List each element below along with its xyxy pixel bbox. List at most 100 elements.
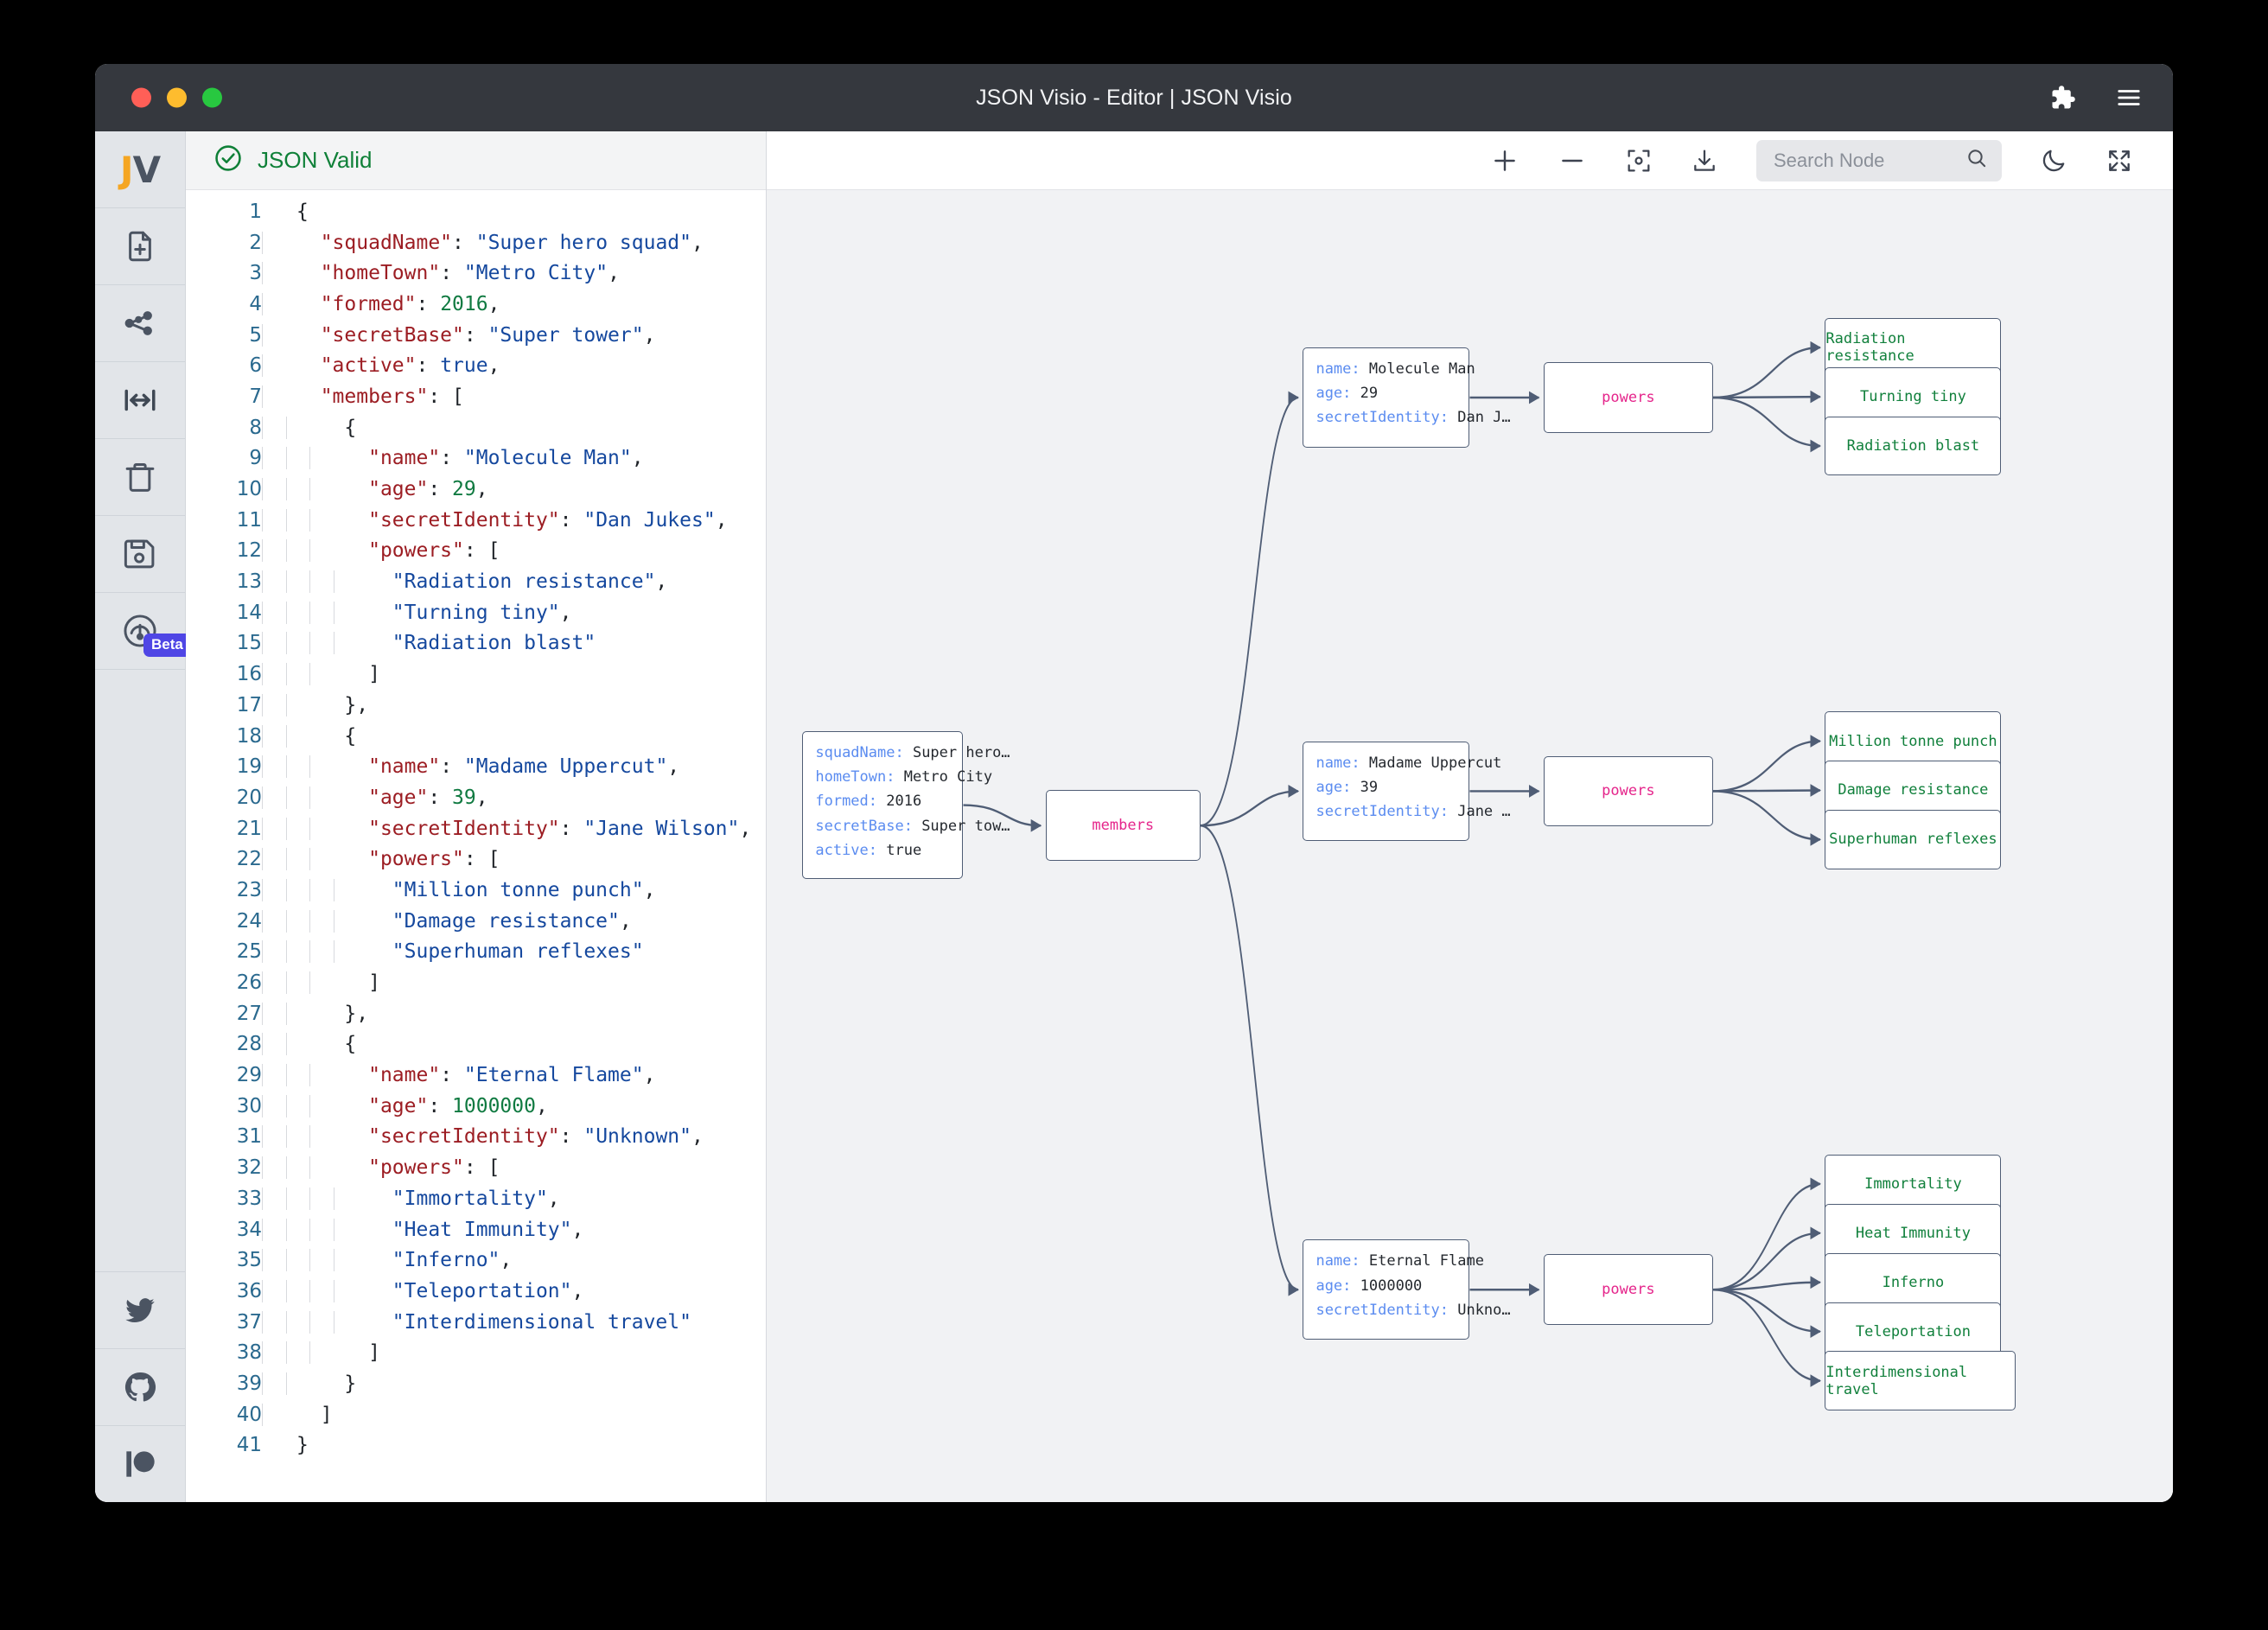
code-line[interactable]: 32 "powers": [ [186,1152,766,1183]
search-node-box[interactable] [1756,139,2002,181]
code-line[interactable]: 20 "age": 39, [186,782,766,813]
graph-leaf-node[interactable]: Teleportation [1825,1302,2002,1361]
graph-leaf-node[interactable]: Superhuman reflexes [1825,810,2002,869]
sidebar-item-delete[interactable] [95,439,185,516]
code-line[interactable]: 2 "squadName": "Super hero squad", [186,227,766,258]
code-line[interactable]: 24 "Damage resistance", [186,906,766,937]
sidebar-item-resize-width[interactable] [95,362,185,439]
code-line[interactable]: 3 "homeTown": "Metro City", [186,258,766,289]
code-line[interactable]: 17 }, [186,690,766,721]
sidebar-item-ai-assistant[interactable]: Beta [95,593,191,670]
graph-leaf-node[interactable]: Radiation resistance [1825,318,2002,378]
graph-leaf-node[interactable]: Immortality [1825,1154,2002,1214]
code-line[interactable]: 18 { [186,721,766,752]
code-text: ] [262,1403,333,1426]
code-line[interactable]: 1{ [186,196,766,227]
sidebar-item-github[interactable] [95,1348,185,1425]
graph-leaf-node[interactable]: Million tonne punch [1825,711,2002,771]
code-token-punc: ] [368,663,380,686]
download-icon[interactable] [1691,147,1718,175]
center-focus-icon[interactable] [1625,147,1653,175]
code-line[interactable]: 11 "secretIdentity": "Dan Jukes", [186,505,766,536]
code-text: "Damage resistance", [262,909,632,933]
minimize-window-button[interactable] [167,87,187,108]
graph-canvas[interactable]: squadName: Super hero…homeTown: Metro Ci… [767,190,2173,1502]
code-text: "Turning tiny", [262,601,572,624]
node-property-key: secretIdentity: [1316,802,1458,820]
moon-icon[interactable] [2040,147,2067,175]
code-line[interactable]: 19 "name": "Madame Uppercut", [186,751,766,782]
leaf-node-label: Interdimensional travel [1825,1363,1968,1398]
code-line[interactable]: 14 "Turning tiny", [186,597,766,628]
code-line[interactable]: 7 "members": [ [186,381,766,412]
code-line[interactable]: 29 "name": "Eternal Flame", [186,1060,766,1091]
code-line[interactable]: 30 "age": 1000000, [186,1091,766,1122]
graph-leaf-node[interactable]: Heat Immunity [1825,1203,2002,1263]
app-logo[interactable]: JV [95,131,185,208]
graph-leaf-node[interactable]: Damage resistance [1825,761,2002,820]
code-line[interactable]: 40 ] [186,1399,766,1430]
code-line[interactable]: 5 "secretBase": "Super tower", [186,320,766,351]
search-input[interactable] [1774,149,1959,172]
graph-object-node[interactable]: squadName: Super hero…homeTown: Metro Ci… [802,731,1010,879]
code-line[interactable]: 15 "Radiation blast" [186,628,766,659]
node-property-value: Eternal Flame [1368,1252,1484,1270]
line-number: 18 [236,724,262,748]
zoom-out-icon[interactable] [1558,146,1587,175]
code-line[interactable]: 10 "age": 29, [186,474,766,505]
code-line[interactable]: 27 }, [186,998,766,1029]
node-property-value: Dan J… [1457,409,1511,427]
graph-parent-node[interactable]: members [1045,790,1201,862]
code-line[interactable]: 23 "Million tonne punch", [186,875,766,906]
fullscreen-icon[interactable] [2106,147,2133,175]
code-line[interactable]: 28 { [186,1029,766,1060]
sidebar-item-save[interactable] [95,516,185,593]
sidebar-item-patreon[interactable] [95,1425,185,1502]
code-line[interactable]: 21 "secretIdentity": "Jane Wilson", [186,813,766,844]
code-line[interactable]: 37 "Interdimensional travel" [186,1307,766,1338]
code-line[interactable]: 22 "powers": [ [186,844,766,875]
hamburger-menu-icon[interactable] [2116,87,2142,108]
code-line[interactable]: 4 "formed": 2016, [186,289,766,320]
graph-parent-node[interactable]: powers [1543,362,1713,433]
code-line[interactable]: 25 "Superhuman reflexes" [186,937,766,968]
code-line[interactable]: 38 ] [186,1337,766,1368]
code-token-punc: , [715,508,728,532]
graph-parent-node[interactable]: powers [1543,755,1713,827]
graph-leaf-node[interactable]: Interdimensional travel [1825,1351,2016,1410]
zoom-in-icon[interactable] [1490,146,1519,175]
code-line[interactable]: 26 ] [186,967,766,998]
indent-guide [285,909,287,933]
code-line[interactable]: 36 "Teleportation", [186,1276,766,1307]
search-icon[interactable] [1965,147,1988,174]
maximize-window-button[interactable] [202,87,222,108]
code-line[interactable]: 34 "Heat Immunity", [186,1214,766,1245]
node-property-row: secretIdentity: Unkno… [1316,1300,1510,1321]
code-line[interactable]: 16 ] [186,659,766,690]
code-text: { [262,724,356,748]
graph-leaf-node[interactable]: Radiation blast [1825,416,2002,476]
code-line[interactable]: 13 "Radiation resistance", [186,566,766,597]
close-window-button[interactable] [131,87,151,108]
code-line[interactable]: 6 "active": true, [186,350,766,381]
sidebar-item-twitter[interactable] [95,1271,185,1348]
code-line[interactable]: 41} [186,1430,766,1461]
indent-guide [285,1187,287,1210]
sidebar-item-share-graph[interactable] [95,285,185,362]
code-line[interactable]: 8 { [186,412,766,443]
code-token-punc: { [344,1033,357,1056]
code-editor[interactable]: 1{2 "squadName": "Super hero squad",3 "h… [186,190,766,1502]
code-line[interactable]: 33 "Immortality", [186,1183,766,1214]
code-line[interactable]: 12 "powers": [ [186,536,766,567]
node-property-key: homeTown: [815,768,904,786]
code-line[interactable]: 9 "name": "Molecule Man", [186,443,766,474]
code-line[interactable]: 35 "Inferno", [186,1245,766,1276]
graph-parent-node[interactable]: powers [1543,1254,1713,1326]
code-line[interactable]: 31 "secretIdentity": "Unknown", [186,1122,766,1153]
sidebar-item-new-document[interactable] [95,208,185,285]
code-line[interactable]: 39 } [186,1368,766,1399]
puzzle-piece-icon[interactable] [2050,85,2076,111]
